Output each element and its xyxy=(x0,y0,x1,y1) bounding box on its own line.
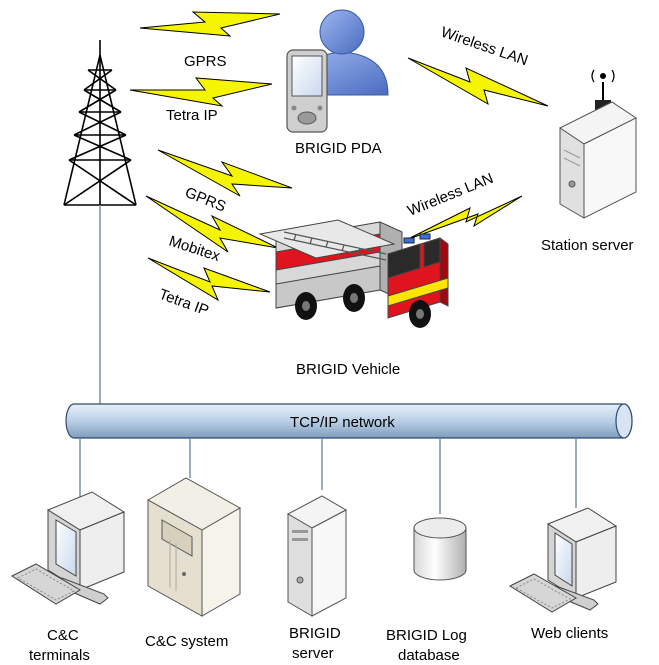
vehicle-label: BRIGID Vehicle xyxy=(296,361,400,378)
server-icon xyxy=(286,495,348,617)
network-label: TCP/IP network xyxy=(290,414,395,431)
server-tower-icon xyxy=(146,477,242,617)
network-drop-lines xyxy=(79,438,577,514)
brigid-server-label-line1: BRIGID xyxy=(289,625,341,642)
wireless-lan-label-top: Wireless LAN xyxy=(439,24,530,70)
pda-label: BRIGID PDA xyxy=(295,140,382,157)
gprs-label-mid: GPRS xyxy=(183,184,229,216)
fire-truck-icon xyxy=(258,219,449,328)
station-server-label: Station server xyxy=(541,237,634,254)
gprs-label-top: GPRS xyxy=(184,53,227,70)
cc-terminals-label-line2: terminals xyxy=(29,647,90,664)
workstation-icon xyxy=(10,491,126,605)
log-db-label-line1: BRIGID Log xyxy=(386,627,467,644)
tcp-ip-network-pipe xyxy=(65,403,633,439)
tetra-ip-label-top: Tetra IP xyxy=(166,107,218,124)
lightning-bolt-icon xyxy=(129,77,273,107)
lightning-bolt-icon xyxy=(139,11,281,37)
lightning-bolt-icon xyxy=(407,57,549,107)
cc-system-label: C&C system xyxy=(145,633,228,650)
cc-terminals-label-line1: C&C xyxy=(47,627,79,644)
lightning-bolts xyxy=(129,11,549,302)
lightning-bolt-icon xyxy=(147,257,271,302)
database-icon xyxy=(413,517,467,581)
lightning-bolt-icon xyxy=(405,195,523,241)
web-client-workstation-icon xyxy=(508,507,618,613)
wireless-lan-label-mid: Wireless LAN xyxy=(405,170,496,220)
station-server-icon xyxy=(559,69,637,219)
web-clients-label: Web clients xyxy=(531,625,608,642)
radio-tower-icon xyxy=(63,40,137,206)
brigid-server-label-line2: server xyxy=(292,645,334,662)
log-db-label-line2: database xyxy=(398,647,460,664)
lightning-bolt-icon xyxy=(157,149,293,197)
pda-icon xyxy=(286,49,328,133)
